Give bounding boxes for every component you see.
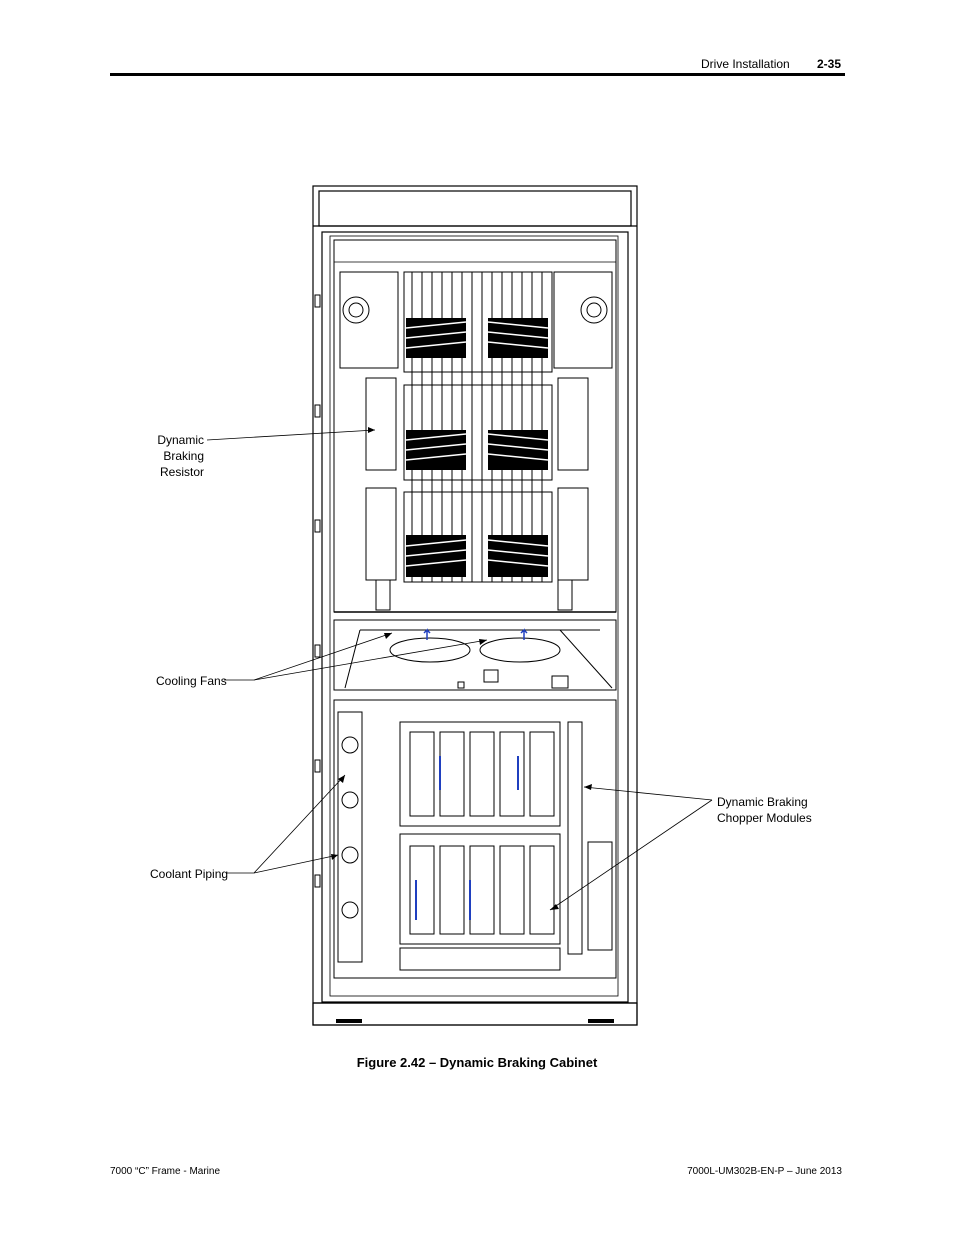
callout-chopper-modules: Dynamic Braking Chopper Modules — [717, 794, 812, 826]
header-rule — [110, 73, 845, 76]
callout-leaders — [206, 429, 713, 911]
callout-cooling-fans: Cooling Fans — [156, 674, 227, 688]
resistor-bay — [333, 239, 617, 613]
cooling-fan-section — [333, 619, 617, 691]
footer-left: 7000 “C” Frame - Marine — [110, 1166, 221, 1177]
page-number: 2-35 — [817, 57, 842, 71]
chopper-bay — [333, 699, 617, 979]
callout-line: Dynamic — [157, 433, 204, 447]
cabinet-top-hood — [318, 190, 632, 227]
figure-caption: Figure 2.42 – Dynamic Braking Cabinet — [356, 1055, 598, 1070]
callout-coolant-piping: Coolant Piping — [150, 867, 229, 881]
callout-line: Resistor — [159, 465, 204, 479]
running-header-section: Drive Installation — [701, 57, 790, 71]
callout-line: Chopper Modules — [717, 811, 812, 825]
callout-line: Dynamic Braking — [717, 795, 808, 809]
callout-dynamic-braking-resistor: Dynamic Braking Resistor — [150, 432, 204, 480]
footer-right: 7000L-UM302B-EN-P – June 2013 — [687, 1166, 842, 1177]
callout-line: Braking — [163, 449, 204, 463]
